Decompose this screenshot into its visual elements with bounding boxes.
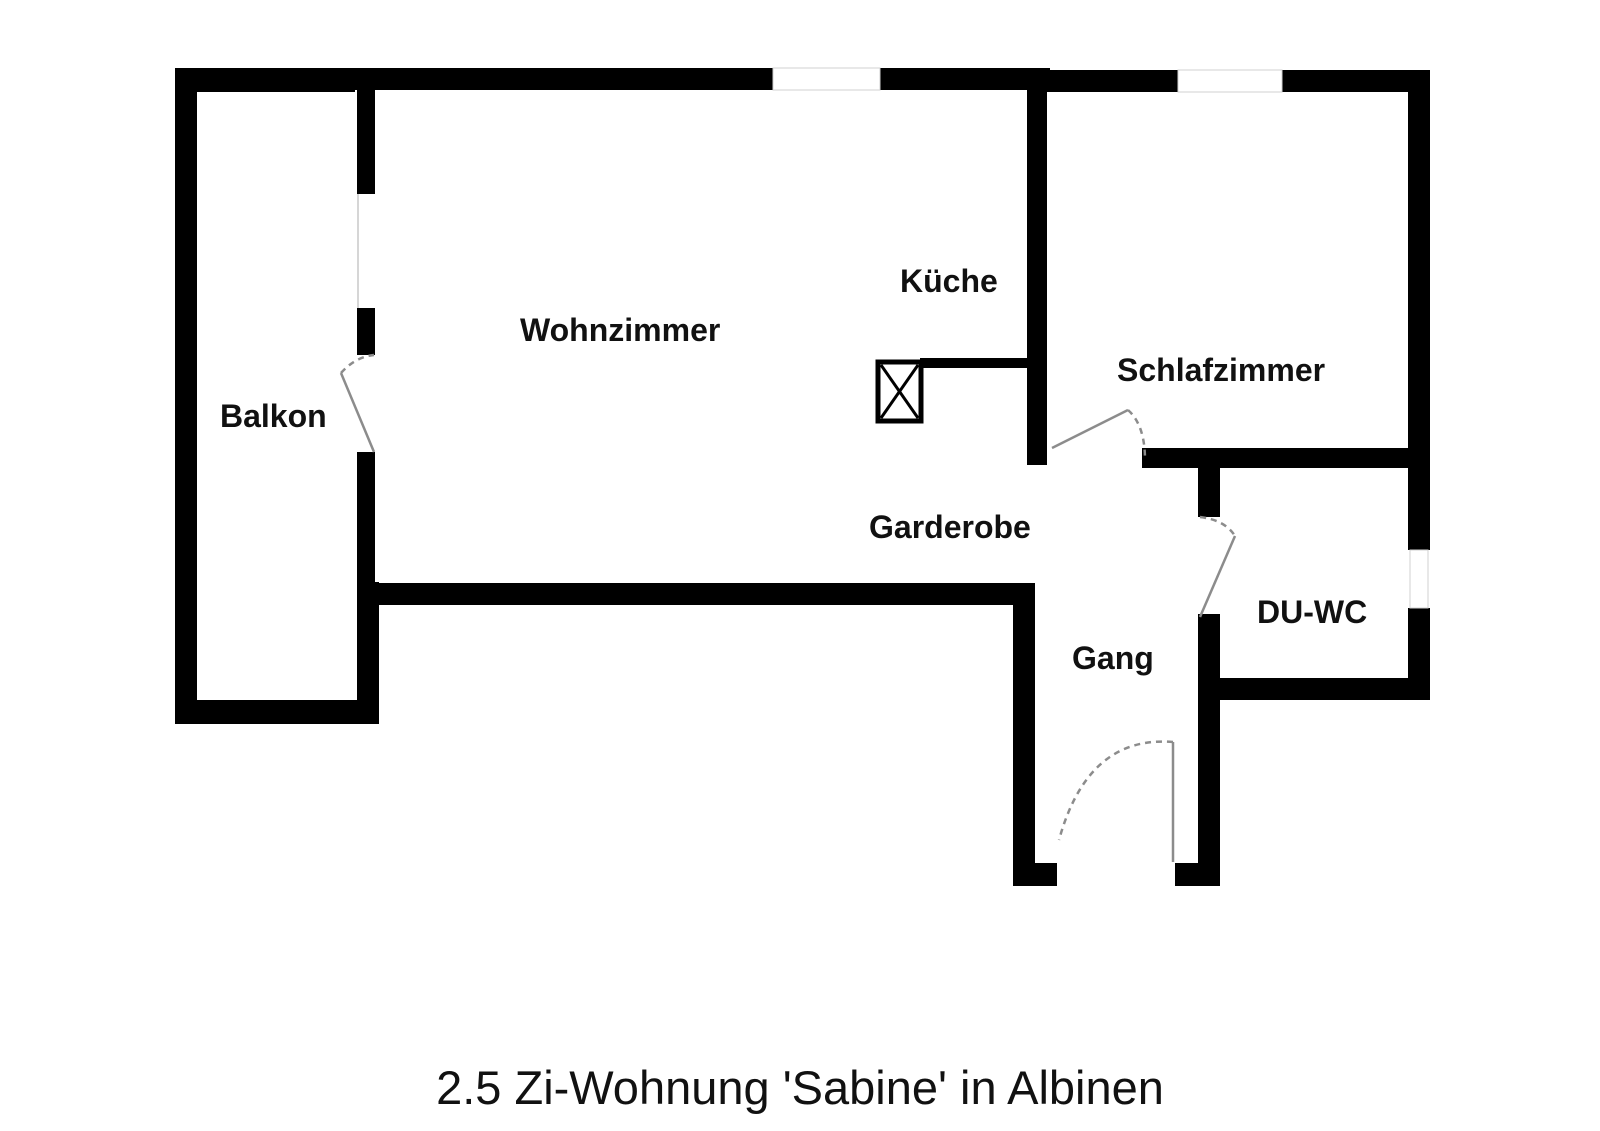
window-schlafzimmer: [1177, 69, 1283, 93]
room-label-wohnzimmer: Wohnzimmer: [520, 312, 720, 348]
wall-balkon-divider-top: [357, 90, 375, 194]
room-label-kueche: Küche: [900, 263, 998, 299]
wall-duwc-right-top: [1408, 445, 1430, 550]
room-label-du-wc: DU-WC: [1257, 594, 1367, 630]
wall-gang-right-stub: [1175, 863, 1220, 886]
wall-duwc-bottom: [1198, 678, 1430, 700]
wall-top-schlafzimmer-right: [1282, 70, 1430, 92]
wall-balkon-left: [175, 68, 197, 723]
wall-top-schlafzimmer-left: [1045, 70, 1178, 92]
wall-balkon-divider-bottom: [357, 452, 375, 592]
wall-balkon-right-bottom: [357, 582, 379, 724]
wall-top-wohnzimmer-left: [355, 68, 773, 90]
wall-duwc-left-bottom: [1198, 614, 1220, 686]
door-balkon-arc: [340, 353, 375, 374]
window-wohnzimmer: [772, 67, 881, 91]
wall-wohnzimmer-bottom: [375, 583, 1035, 605]
room-label-schlafzimmer: Schlafzimmer: [1117, 352, 1325, 388]
plan-caption: 2.5 Zi-Wohnung 'Sabine' in Albinen: [436, 1061, 1164, 1114]
kitchen-appliance-cross-2: [879, 364, 920, 419]
door-duwc: [1198, 535, 1237, 618]
door-schlafzimmer: [1051, 408, 1129, 450]
room-label-garderobe: Garderobe: [869, 509, 1031, 545]
wall-gang-right: [1198, 700, 1220, 886]
wall-kueche-counter: [920, 358, 1027, 368]
wall-gang-left-stub: [1013, 863, 1057, 886]
door-balkon: [339, 372, 376, 453]
wall-schlafzimmer-bottom: [1142, 448, 1430, 468]
door-duwc-arc: [1199, 515, 1237, 537]
wall-duwc-right-bottom: [1408, 608, 1430, 699]
window-duwc: [1409, 549, 1429, 609]
room-label-balkon: Balkon: [220, 398, 327, 434]
wall-gang-left: [1013, 583, 1035, 886]
wall-balkon-divider-mid: [357, 308, 375, 355]
wall-top-balkon: [175, 68, 355, 92]
wall-balkon-bottom: [175, 700, 379, 724]
room-label-gang: Gang: [1072, 640, 1154, 676]
wall-top-wohnzimmer-right: [880, 68, 1050, 90]
wall-duwc-left-top: [1198, 462, 1220, 517]
door-schlafzimmer-arc: [1127, 409, 1147, 461]
wall-kueche-right: [1027, 90, 1047, 465]
wall-schlafzimmer-right: [1408, 70, 1430, 450]
door-entrance-arc: [1057, 740, 1174, 841]
